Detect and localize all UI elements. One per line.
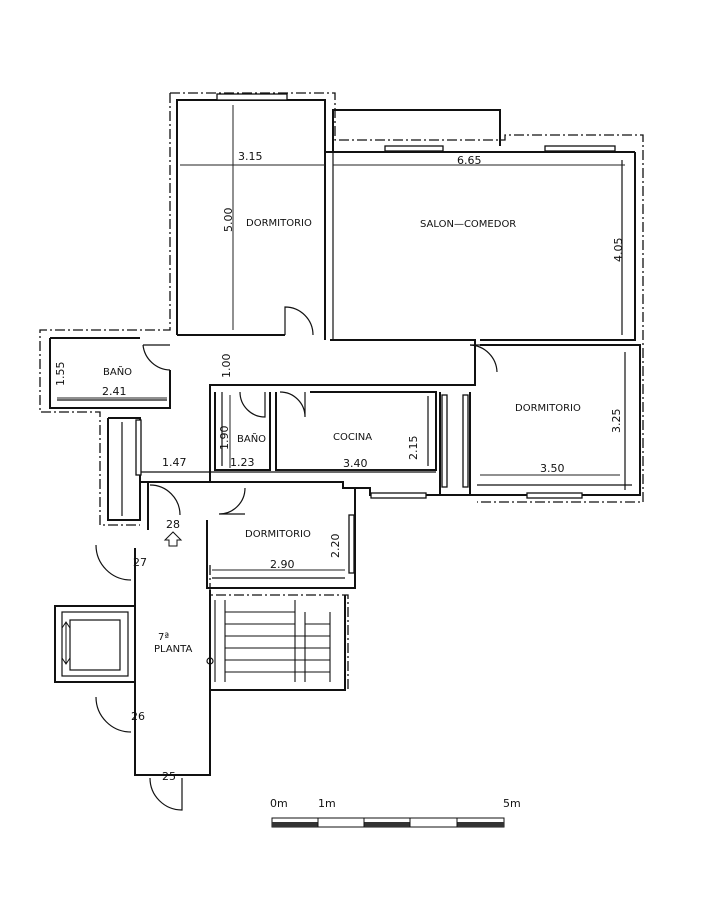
windows <box>135 93 616 574</box>
dimension-label: 2.41 <box>102 385 127 398</box>
floor-label: PLANTA <box>154 644 192 655</box>
dimension-lines <box>57 105 625 571</box>
landing-numbers: 28 27 26 25 <box>131 518 183 783</box>
door-number-label: 25 <box>162 770 176 783</box>
room-label-bano: BAÑO <box>103 365 132 378</box>
floor-number-label: 7ª <box>158 632 169 643</box>
dimension-label: 5.00 <box>222 208 235 233</box>
room-label-dormitorio: DORMITORIO <box>245 529 311 540</box>
dimension-label: 3.15 <box>238 150 263 163</box>
room-labels: DORMITORIO SALON—COMEDOR BAÑO BAÑO COCIN… <box>103 218 581 655</box>
scale-label-1m: 1m <box>318 797 336 810</box>
exterior-outline <box>39 92 644 690</box>
dimension-label: 3.50 <box>540 462 565 475</box>
room-label-bano: BAÑO <box>237 432 266 445</box>
dimension-label: 2.90 <box>270 558 295 571</box>
dimension-label: 1.90 <box>218 426 231 451</box>
dimension-label: 1.23 <box>230 456 255 469</box>
door-number-label: 26 <box>131 710 145 723</box>
room-label-salon-comedor: SALON—COMEDOR <box>420 219 516 230</box>
dimension-label: 1.47 <box>162 456 187 469</box>
room-label-dormitorio: DORMITORIO <box>246 218 312 229</box>
dimension-labels: 3.15 6.65 5.00 4.05 1.55 2.41 1.00 1.90 … <box>54 150 625 571</box>
lift-arrow-icon <box>61 621 71 665</box>
dimension-label: 1.00 <box>220 354 233 379</box>
dimension-label: 2.20 <box>329 534 342 559</box>
dimension-label: 3.25 <box>610 409 623 434</box>
doors <box>95 306 498 811</box>
door-number-label: 28 <box>166 518 180 531</box>
up-arrow-icon <box>163 531 183 547</box>
dimension-label: 2.15 <box>407 436 420 461</box>
scale-label-5m: 5m <box>503 797 521 810</box>
door-number-label: 27 <box>133 556 147 569</box>
dimension-label: 1.55 <box>54 362 67 387</box>
room-label-dormitorio: DORMITORIO <box>515 403 581 414</box>
dimension-label: 3.40 <box>343 457 368 470</box>
room-label-cocina: COCINA <box>333 432 372 443</box>
scale-bar: 0m 1m 5m <box>270 797 521 828</box>
staircase <box>214 600 331 682</box>
dimension-label: 4.05 <box>612 238 625 263</box>
scale-label-0m: 0m <box>270 797 288 810</box>
dimension-label: 6.65 <box>457 154 482 167</box>
walls <box>49 99 641 776</box>
